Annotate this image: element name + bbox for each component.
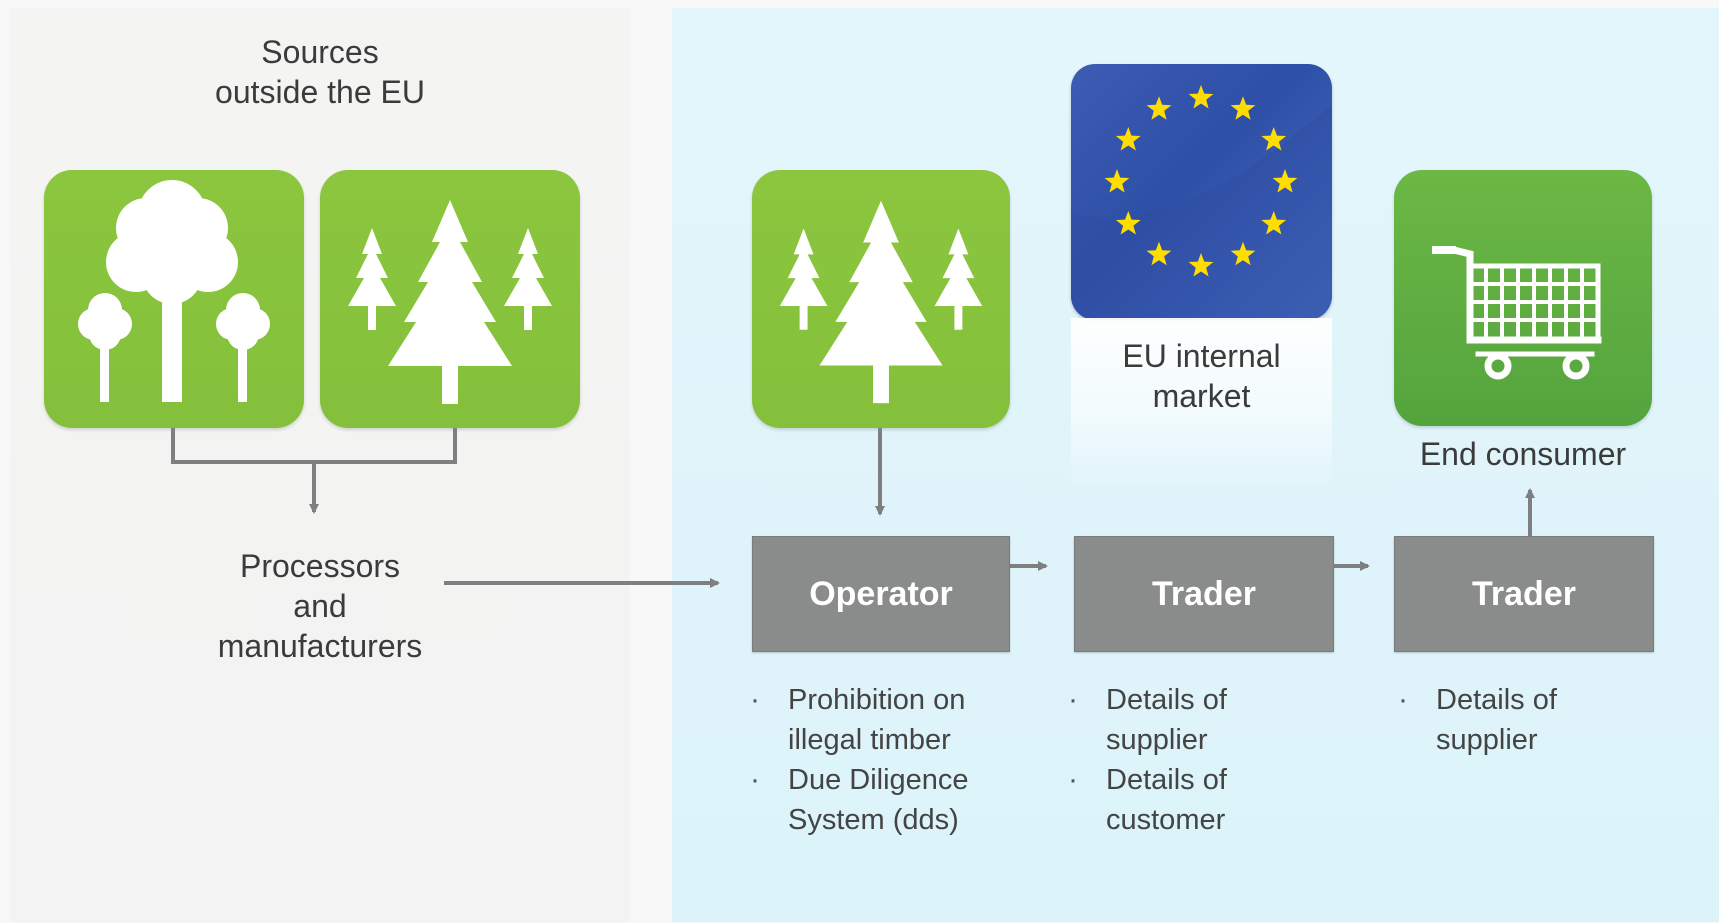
conifer-trees-tile-left xyxy=(320,170,580,428)
bullet-item: Prohibition on illegal timber xyxy=(750,680,1030,760)
conifer-trees-icon xyxy=(779,200,983,404)
operator-label: Operator xyxy=(809,574,953,613)
operator-obligations: Prohibition on illegal timberDue Diligen… xyxy=(750,680,1030,840)
bullet-item: Due Diligence System (dds) xyxy=(750,760,1030,840)
bullet-item: Details of customer xyxy=(1068,760,1308,840)
trader-box-2: Trader xyxy=(1394,536,1654,652)
eu-flag-icon xyxy=(1071,85,1332,320)
eu-star-icon xyxy=(1188,85,1214,109)
eu-star-icon xyxy=(1261,211,1287,235)
eu-star-icon xyxy=(1230,241,1256,266)
conifer-trees-icon xyxy=(348,200,552,404)
trader-label-1: Trader xyxy=(1152,574,1256,613)
processors-label: Processors and manufacturers xyxy=(217,548,423,664)
trader-box-1: Trader xyxy=(1074,536,1334,652)
end-consumer-label: End consumer xyxy=(1419,436,1627,472)
eu-star-icon xyxy=(1146,241,1172,266)
operator-box: Operator xyxy=(752,536,1010,652)
trader-label-2: Trader xyxy=(1472,574,1576,613)
trader-1-obligations: Details of supplierDetails of customer xyxy=(1068,680,1308,840)
eu-star-icon xyxy=(1115,211,1141,235)
trader-2-obligations: Details of supplier xyxy=(1398,680,1638,760)
end-consumer-tile xyxy=(1394,170,1652,426)
eu-market-glow xyxy=(1071,318,1332,488)
eu-star-icon xyxy=(1261,127,1287,151)
sources-title: Sources outside the EU xyxy=(215,34,425,110)
deciduous-trees-tile xyxy=(44,170,304,428)
deciduous-trees-icon xyxy=(78,180,270,402)
eu-star-icon xyxy=(1272,169,1298,193)
eu-star-icon xyxy=(1188,253,1214,277)
bullet-item: Details of supplier xyxy=(1398,680,1638,760)
conifer-trees-tile-operator xyxy=(752,170,1010,428)
outside-eu-panel xyxy=(10,8,630,922)
shopping-cart-icon xyxy=(1432,245,1602,380)
bullet-item: Details of supplier xyxy=(1068,680,1308,760)
eu-star-icon xyxy=(1230,96,1256,120)
eu-star-icon xyxy=(1104,169,1130,193)
eu-market-label: EU internal market xyxy=(1122,338,1281,414)
eu-star-icon xyxy=(1146,96,1172,120)
eu-flag-tile xyxy=(1071,64,1332,320)
eu-star-icon xyxy=(1115,127,1141,151)
